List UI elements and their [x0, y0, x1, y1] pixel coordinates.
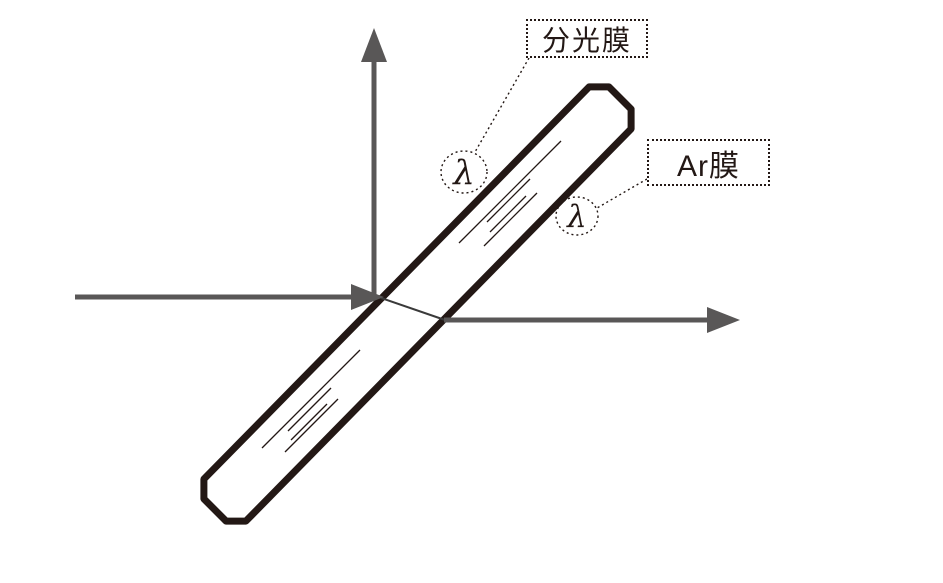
leader-line-splitter-film	[474, 57, 530, 153]
lambda-circle-back	[555, 196, 599, 236]
incident-arrowhead-icon	[351, 284, 384, 310]
beamsplitter-plate	[200, 83, 635, 525]
glass-hatch-upper	[458, 140, 562, 247]
ar-film-label: Ar膜	[647, 139, 770, 186]
transmitted-arrowhead-icon	[707, 307, 740, 333]
glass-hatch-lower	[261, 349, 361, 453]
reflected-beam-arrow	[361, 28, 387, 297]
lambda-symbol-front: λ	[451, 153, 475, 193]
refracted-beam-line	[380, 297, 446, 321]
splitter-film-label: 分光膜	[526, 19, 648, 58]
incident-beam-arrow	[75, 284, 384, 310]
reflected-arrowhead-icon	[361, 28, 387, 62]
leader-line-ar-film	[596, 178, 648, 209]
transmitted-beam-arrow	[444, 307, 740, 333]
lambda-circle-front	[440, 150, 488, 194]
lambda-symbol-back: λ	[565, 199, 587, 235]
